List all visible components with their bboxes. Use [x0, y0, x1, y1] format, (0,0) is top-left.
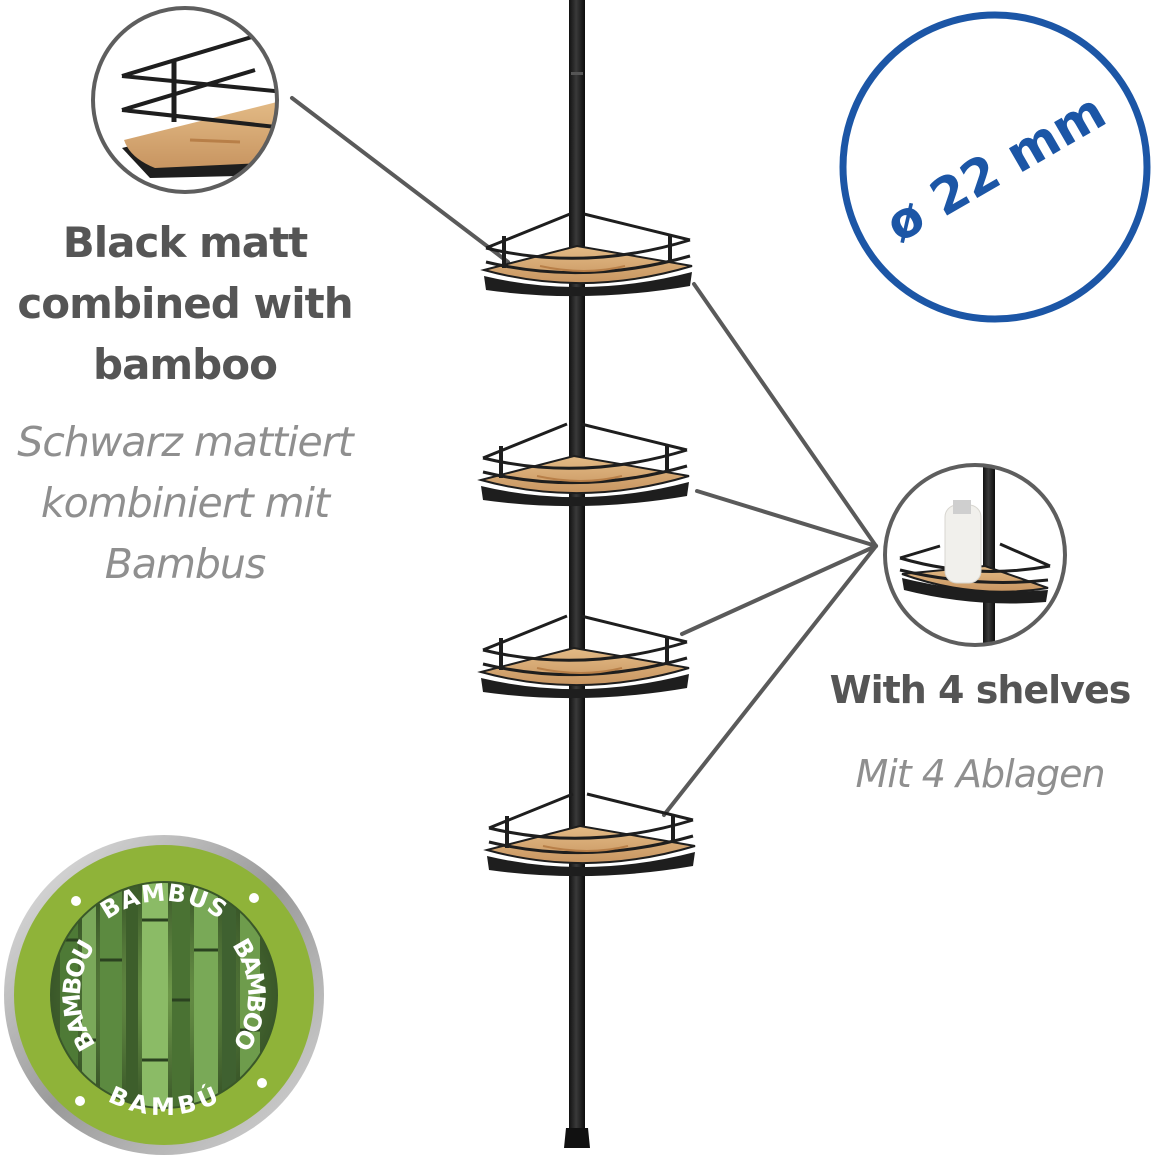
callout-line-shelf-4 — [662, 544, 878, 817]
bamboo-badge: BAMBUS BAMBÚ BAMBOO BAMBOU — [4, 835, 324, 1155]
shelf-detail-zoom — [883, 463, 1067, 647]
material-title-en-line: combined with — [17, 279, 353, 328]
material-title-de-line: Bambus — [104, 540, 267, 588]
bamboo-photo — [60, 883, 260, 1107]
shelf — [480, 212, 693, 297]
material-title-de-line: Schwarz mattiert — [17, 418, 353, 466]
callout-line-shelf-2 — [695, 489, 878, 548]
callout-line-material — [290, 96, 510, 264]
material-title-de-line: kombiniert mit — [40, 479, 330, 527]
shelves-title-de: Mit 4 Ablagen — [855, 752, 1105, 796]
shelf — [485, 792, 697, 879]
telescopic-pole — [564, 0, 590, 1148]
callout-lines — [290, 96, 878, 817]
material-title-en-line: Black matt — [62, 218, 308, 267]
pole-foot — [564, 1128, 590, 1148]
material-title-en-line: bamboo — [93, 340, 278, 389]
material-title-de: Schwarz mattiert kombiniert mit Bambus — [0, 412, 370, 595]
callout-line-shelf-3 — [680, 544, 878, 636]
diameter-badge: ø 22 mm — [839, 11, 1151, 323]
callout-line-shelf-1 — [692, 282, 878, 548]
material-title-en: Black matt combined with bamboo — [0, 212, 370, 395]
material-detail-zoom — [91, 6, 279, 194]
shelves-title-en: With 4 shelves — [829, 668, 1132, 712]
